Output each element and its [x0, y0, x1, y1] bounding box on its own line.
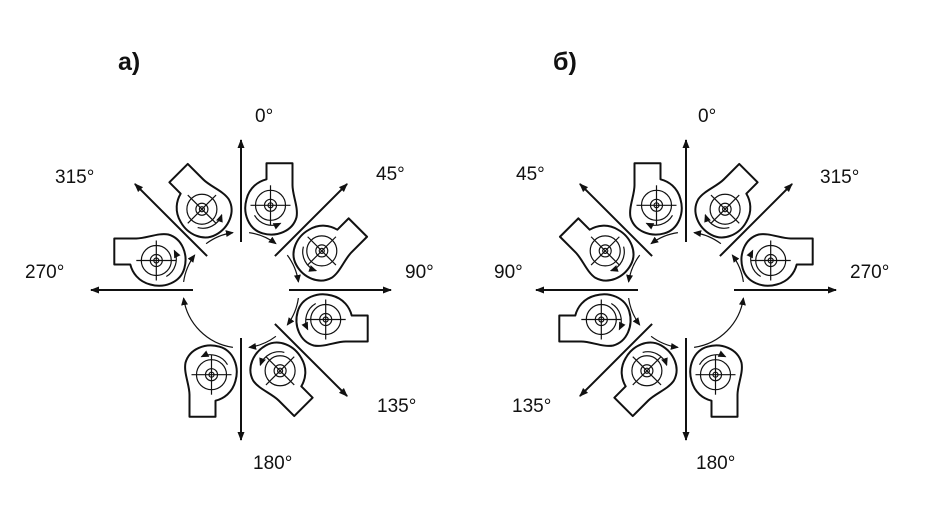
- panel-a-fan-housing-135: [249, 341, 314, 418]
- panel-b-axis-v-135: [632, 356, 662, 386]
- panel-b-ring-arc-5: [731, 254, 744, 282]
- panel-b-fan-housing-135: [613, 341, 678, 418]
- panel-a-position-90: [289, 286, 392, 347]
- panel-a-rotation-arcs: [181, 230, 301, 350]
- panel-b-label-45: 45°: [516, 164, 545, 185]
- panel-a-ring-arc-2: [286, 298, 299, 326]
- panel-b-volute-135: [613, 341, 678, 418]
- panel-b-ring-arc-2: [628, 298, 641, 326]
- panel-a-outlet-arrow-135: [274, 323, 348, 397]
- panel-b: б) 0° 45° 90° 135° 180° 270° 315°: [494, 48, 889, 474]
- panel-a-volute-45: [292, 217, 369, 282]
- panel-a-ring-arc-5: [183, 254, 196, 282]
- panel-a-position-135: [249, 323, 348, 418]
- panel-b-ring-arc-4: [694, 297, 746, 348]
- panel-b-fan-housing-0: [629, 162, 683, 236]
- panel-a-label-180: 180°: [253, 453, 292, 474]
- panel-a-label-135: 135°: [377, 396, 416, 417]
- panel-b-position-315: [694, 162, 793, 257]
- panel-a-ring-arc-4: [181, 297, 233, 348]
- panel-a-label-45: 45°: [376, 164, 405, 185]
- panel-b-outlet-arrow-315: [719, 183, 793, 257]
- panel-a-axis-v-135: [265, 356, 295, 386]
- panel-b-rotation-arcs: [626, 230, 746, 350]
- panel-a-ring-arc-6: [205, 230, 234, 245]
- panel-a-rotation-arrow-0: [253, 214, 282, 230]
- panel-a-rotation-arrow-135: [259, 351, 285, 367]
- panel-a-volute-315: [168, 162, 233, 239]
- panel-b-position-270: [734, 233, 837, 294]
- panel-a-outlet-arrow-45: [274, 183, 348, 257]
- panel-b-axis-v-315: [710, 194, 740, 224]
- panel-b-volute-315: [694, 162, 759, 239]
- panel-b-rotation-arrow-0: [645, 214, 674, 230]
- panel-b-position-0: [629, 139, 690, 242]
- panel-b-position-180: [682, 338, 743, 441]
- panel-b-rotation-arrow-270: [746, 249, 762, 278]
- panel-b-rotation-arrow-180: [698, 350, 727, 366]
- panel-a-axis-v-45: [307, 236, 337, 266]
- panel-b-position-45: [558, 183, 653, 282]
- panel-b-position-90: [535, 286, 638, 347]
- panel-a-fan-housing-180: [184, 344, 238, 418]
- panel-a-fan-housing-315: [168, 162, 233, 239]
- panel-b-ring-arc-0: [650, 232, 678, 245]
- panel-a-rotation-arrow-270: [165, 249, 181, 278]
- panel-a-rotation-arrow-45: [302, 246, 318, 272]
- panel-a-axis-v-315: [187, 194, 217, 224]
- panel-a-volute-135: [249, 341, 314, 418]
- panel-a-position-180: [184, 338, 245, 441]
- panel-b-fan-housing-45: [558, 217, 635, 282]
- panel-a-wheel: [90, 139, 392, 441]
- panel-b-volute-45: [558, 217, 635, 282]
- panel-b-fan-housing-90: [558, 293, 632, 347]
- panel-a-fan-housing-90: [295, 293, 369, 347]
- panel-b-rotation-arrow-315: [704, 213, 730, 229]
- panel-b-ring-arc-1: [626, 254, 641, 283]
- panel-a-rotation-arrow-315: [197, 213, 223, 229]
- panel-a-fan-housing-0: [244, 162, 298, 236]
- panel-b-rotation-arrow-45: [609, 246, 625, 272]
- panel-a-label-0: 0°: [255, 106, 273, 127]
- panel-a-position-270: [90, 233, 193, 294]
- panel-a-ring-arc-3: [248, 335, 277, 350]
- panel-b-wheel: [535, 139, 837, 441]
- panel-b-rotation-arrow-90: [610, 302, 626, 331]
- panel-a-rotation-arrow-90: [301, 302, 317, 331]
- panel-b-fan-housing-180: [689, 344, 743, 418]
- panel-a: а) 0° 45° 90° 135° 180° 270° 315°: [25, 48, 434, 474]
- panel-a-ring-arc-1: [286, 254, 301, 283]
- panel-a-fan-housing-270: [113, 233, 187, 287]
- panel-b-outlet-arrow-135: [579, 323, 653, 397]
- panel-b-rotation-arrow-135: [642, 351, 668, 367]
- panel-b-fan-housing-315: [694, 162, 759, 239]
- panel-b-label-0: 0°: [698, 106, 716, 127]
- panel-b-position-135: [579, 323, 678, 418]
- panel-b-label-315: 315°: [820, 167, 859, 188]
- panel-b-label-180: 180°: [696, 453, 735, 474]
- panel-a-position-315: [134, 162, 233, 257]
- panel-a-label-90: 90°: [405, 262, 434, 283]
- panel-b-label-135: 135°: [512, 396, 551, 417]
- panel-a-title: а): [118, 48, 140, 76]
- panel-b-ring-arc-6: [693, 230, 722, 245]
- panel-b-label-90: 90°: [494, 262, 523, 283]
- panel-a-fan-housing-45: [292, 217, 369, 282]
- panel-a-ring-arc-0: [249, 232, 277, 245]
- panel-b-outlet-arrow-45: [579, 183, 653, 257]
- panel-b-title: б): [553, 48, 577, 76]
- panel-a-position-45: [274, 183, 369, 282]
- panel-a-rotation-arrow-180: [200, 350, 229, 366]
- panel-a-label-270: 270°: [25, 262, 64, 283]
- panel-b-axis-v-45: [590, 236, 620, 266]
- panel-a-label-315: 315°: [55, 167, 94, 188]
- panel-a-position-0: [237, 139, 298, 242]
- panel-b-ring-arc-3: [650, 335, 679, 350]
- panel-b-label-270: 270°: [850, 262, 889, 283]
- panel-a-outlet-arrow-315: [134, 183, 208, 257]
- panel-b-fan-housing-270: [740, 233, 814, 287]
